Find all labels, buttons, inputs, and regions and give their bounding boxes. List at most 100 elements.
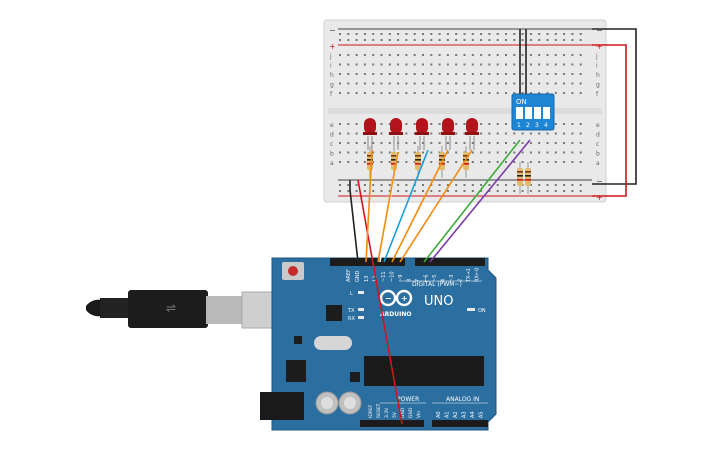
row-letter: i (330, 63, 332, 70)
row-letter: f (330, 91, 333, 98)
power-label: POWER (397, 396, 419, 403)
tx-label: TX (347, 308, 355, 314)
power-jack (260, 392, 304, 420)
wire-gnd (349, 180, 359, 263)
wire-5v (357, 179, 403, 425)
wire-rail-5v (592, 44, 627, 197)
wire-pin-13 (365, 149, 373, 263)
dip-pos-2: 2 (526, 122, 530, 129)
l-label: L (350, 291, 353, 297)
power-pin-label: IOREF (368, 404, 374, 418)
resistor-3 (415, 152, 421, 170)
digital-pin-label: ~5 (432, 275, 438, 282)
analog-pin-label: A3 (462, 411, 468, 418)
row-letter: g (330, 82, 334, 89)
analog-label: ANALOG IN (446, 396, 479, 403)
power-header (360, 420, 424, 427)
dip-toggle-2[interactable] (525, 107, 532, 119)
digital-pin-label: ~10 (390, 271, 396, 282)
row-letter: e (596, 122, 600, 129)
wire-rail-gnd (592, 28, 637, 185)
row-letter: j (595, 53, 598, 60)
led-3 (416, 118, 428, 134)
arduino-logo-icon: − + (379, 289, 413, 307)
power-pin-label: RESET (376, 403, 382, 418)
row-letter: e (330, 122, 334, 129)
dip-toggle-1[interactable] (516, 107, 523, 119)
resistor-6 (517, 168, 523, 186)
row-letter: h (596, 72, 600, 79)
dip-switch[interactable]: ON 1 2 3 4 (511, 93, 555, 131)
digital-pin-label: ~3 (449, 275, 455, 282)
rail-minus-top-left: − (329, 26, 336, 35)
resistor-7 (525, 168, 531, 186)
row-letter: a (596, 160, 600, 167)
digital-pin-label: 2 (458, 279, 464, 282)
resistor-group (367, 146, 531, 194)
rail-minus-bottom: − (596, 177, 603, 186)
power-pin-label: 3.3V (384, 407, 390, 418)
rail-plus-top: + (596, 42, 603, 51)
digital-pin-label: RX←0 (475, 268, 481, 282)
analog-pin-label: A0 (436, 411, 442, 418)
analog-pin-label: A5 (479, 411, 485, 418)
row-letter: d (330, 132, 334, 139)
led-1 (364, 118, 376, 134)
digital-header-right (415, 258, 485, 266)
aref-label: AREF (346, 269, 352, 282)
row-letter: b (330, 151, 334, 158)
analog-pin-label: A1 (445, 411, 451, 418)
power-pin-label: GND (400, 407, 406, 418)
row-letter: d (596, 132, 600, 139)
led-5 (466, 118, 478, 134)
model-label: UNO (424, 294, 453, 309)
row-letter: c (330, 141, 333, 148)
dip-toggle-3[interactable] (534, 107, 541, 119)
usb-icon: ⇌ (166, 301, 176, 315)
digital-pin-label: 8 (407, 279, 413, 282)
wire-pin-12-orange (377, 151, 399, 263)
row-letter: h (330, 72, 334, 79)
atmega-chip (364, 356, 484, 386)
digital-pin-label: ~6 (424, 275, 430, 282)
row-letter: b (596, 151, 600, 158)
wire-switch-green (423, 139, 521, 263)
dip-pos-1: 1 (517, 122, 521, 129)
brand-label: ARDUINO (380, 311, 411, 318)
analog-header (432, 420, 488, 427)
rail-minus-top: − (596, 26, 603, 35)
power-pin-label: GND (408, 407, 414, 418)
digital-pin-label: ~11 (381, 271, 387, 282)
led-4 (442, 118, 454, 134)
usb-chip (326, 305, 342, 321)
digital-pin-label: 7 (415, 279, 421, 282)
led-group (363, 118, 479, 150)
digital-pin-label: TX→1 (466, 268, 472, 283)
analog-pin-label: A4 (470, 411, 476, 418)
reset-button-cap (288, 266, 298, 276)
on-label: ON (478, 308, 486, 314)
svg-text:+: + (401, 294, 408, 303)
row-letter: j (329, 53, 332, 60)
digital-pin-label: ~9 (398, 275, 404, 282)
wires (349, 28, 637, 425)
wire-pin-10 (391, 149, 449, 263)
digital-pin-label: 13 (364, 276, 370, 282)
dip-pos-4: 4 (544, 122, 548, 129)
row-letter: i (596, 63, 598, 70)
row-letter: f (596, 91, 599, 98)
rail-plus-bottom: + (596, 193, 603, 202)
digital-header-left (330, 258, 405, 266)
dip-toggle-4[interactable] (543, 107, 550, 119)
wire-pin-9 (399, 149, 473, 263)
led-2 (390, 118, 402, 134)
row-letter: c (596, 141, 599, 148)
svg-text:−: − (385, 294, 392, 303)
dip-pos-3: 3 (535, 122, 539, 129)
regulator (286, 360, 306, 382)
